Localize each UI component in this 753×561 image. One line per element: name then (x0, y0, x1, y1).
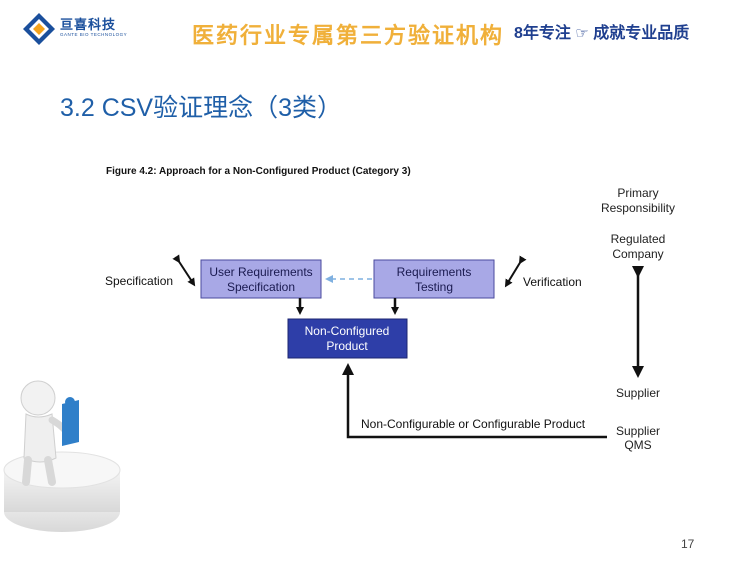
specification-double-arrow (172, 254, 196, 287)
specification-label: Specification (105, 274, 173, 288)
header-slogan: 医药行业专属第三方验证机构 (192, 23, 505, 49)
tagline-suffix: 成就专业品质 (593, 25, 690, 42)
non-config-line1: Non-Configured (305, 324, 390, 338)
regulated-company-line2: Company (612, 247, 663, 261)
header-tagline: 8年专注 ☞ 成就专业品质 (514, 19, 689, 43)
non-config-line2: Product (326, 339, 368, 353)
req-test-line2: Testing (415, 280, 453, 294)
user-req-line2: Specification (227, 280, 295, 294)
slide-title: 3.2 CSV验证理念（3类） (60, 94, 343, 122)
product-flow-arrow (342, 363, 607, 439)
verification-label: Verification (523, 275, 582, 289)
verification-double-arrow (504, 255, 527, 288)
supplier-qms-line1: Supplier (616, 424, 660, 438)
supplier-label: Supplier (616, 386, 660, 400)
logo-name: 亘喜科技 (60, 17, 117, 32)
primary-responsibility-line2: Responsibility (601, 201, 675, 215)
user-requirements-box (200, 259, 322, 299)
user-req-line1: User Requirements (209, 265, 312, 279)
req-test-line1: Requirements (397, 265, 472, 279)
puzzle-figure-illustration (3, 380, 121, 532)
product-flow-label: Non-Configurable or Configurable Product (361, 417, 586, 431)
tagline-prefix: 8年专注 (514, 25, 571, 42)
page-number: 17 (681, 537, 695, 551)
figure-caption: Figure 4.2: Approach for a Non-Configure… (106, 166, 411, 177)
hand-pointer-icon: ☞ (575, 25, 589, 42)
primary-responsibility-line1: Primary (617, 186, 658, 200)
requirements-testing-box (373, 259, 495, 299)
non-configured-product-box (287, 318, 408, 359)
logo-subtitle: GANTE BIO TECHNOLOGY (60, 32, 128, 37)
regulated-company-line1: Regulated (611, 232, 666, 246)
company-logo-icon (23, 13, 55, 45)
supplier-qms-line2: QMS (624, 438, 651, 452)
